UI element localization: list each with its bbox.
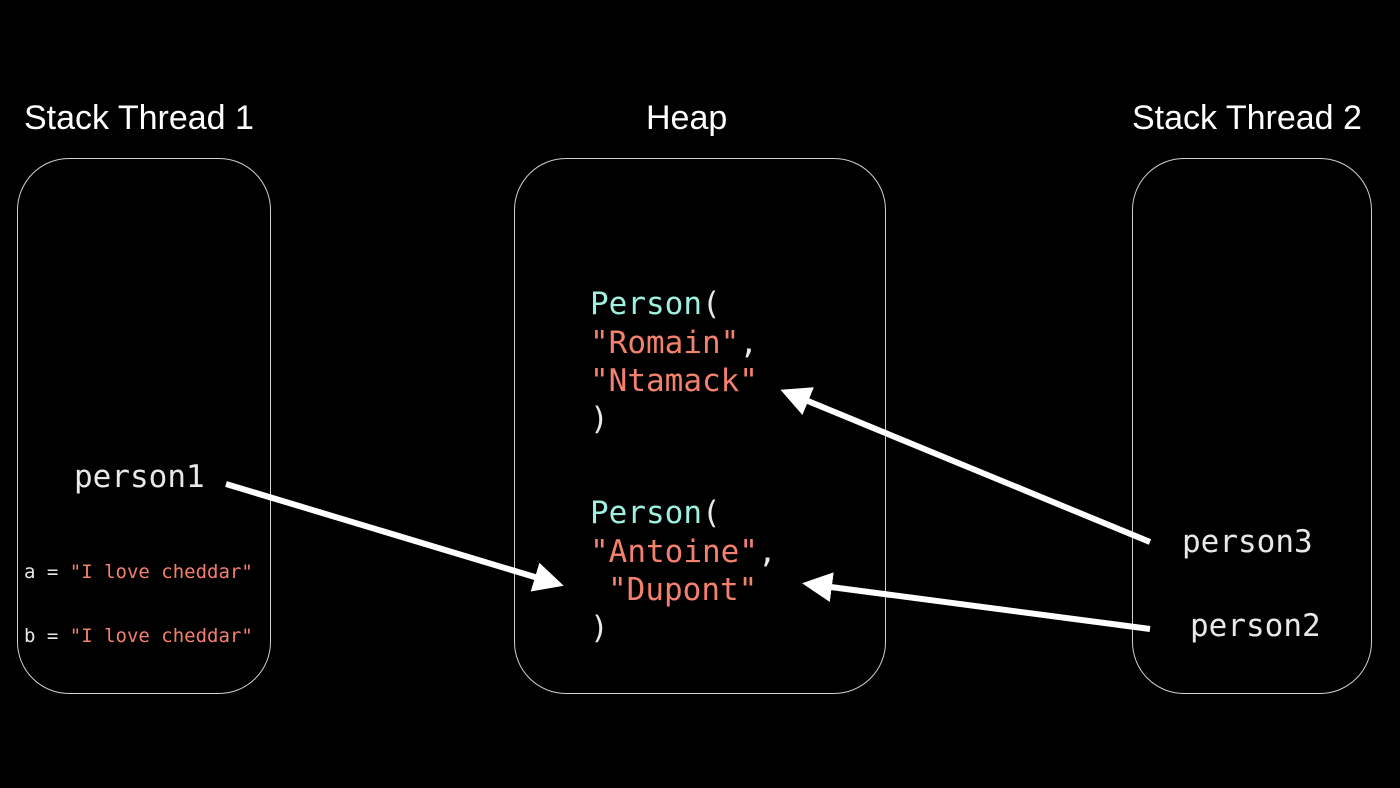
string-literal: "I love cheddar"	[69, 561, 253, 583]
open-paren: (	[701, 495, 721, 531]
heap-object-2-header: Person(	[590, 494, 721, 532]
heap-object-1-arg1: "Romain",	[590, 324, 758, 362]
person3-reference: person3	[1182, 524, 1313, 560]
heap-object-1-close: )	[590, 401, 609, 437]
local-variable-b: b = "I love cheddar"	[24, 624, 253, 648]
local-variable-a: a = "I love cheddar"	[24, 560, 253, 584]
stack-thread-1-title: Stack Thread 1	[24, 99, 254, 137]
heap-object-2-arg2: "Dupont"	[608, 571, 757, 609]
class-name: Person	[590, 286, 702, 322]
variable-name: a	[24, 561, 36, 583]
string-literal: "Antoine"	[590, 534, 758, 570]
heap-title: Heap	[646, 99, 728, 137]
person2-reference: person2	[1190, 608, 1321, 644]
string-literal: "Ntamack"	[590, 363, 758, 399]
string-literal: "I love cheddar"	[69, 625, 253, 647]
heap-object-2-close: )	[590, 610, 609, 646]
stack-thread-1-box	[17, 158, 271, 694]
string-literal: "Romain"	[590, 325, 740, 361]
open-paren: (	[701, 286, 721, 322]
assign-operator: =	[35, 625, 70, 647]
string-literal: "Dupont"	[608, 572, 758, 608]
heap-object-2-arg1: "Antoine",	[590, 533, 777, 571]
heap-object-1-arg2: "Ntamack"	[590, 362, 758, 400]
stack-thread-2-title: Stack Thread 2	[1132, 99, 1362, 137]
arrow-person1-to-dupont	[225, 481, 564, 592]
variable-name: b	[24, 625, 36, 647]
comma: ,	[739, 325, 758, 361]
heap-box	[514, 158, 886, 694]
assign-operator: =	[35, 561, 70, 583]
person1-reference: person1	[74, 459, 205, 495]
comma: ,	[757, 534, 777, 570]
class-name: Person	[590, 495, 702, 531]
heap-object-1-header: Person(	[590, 285, 721, 323]
